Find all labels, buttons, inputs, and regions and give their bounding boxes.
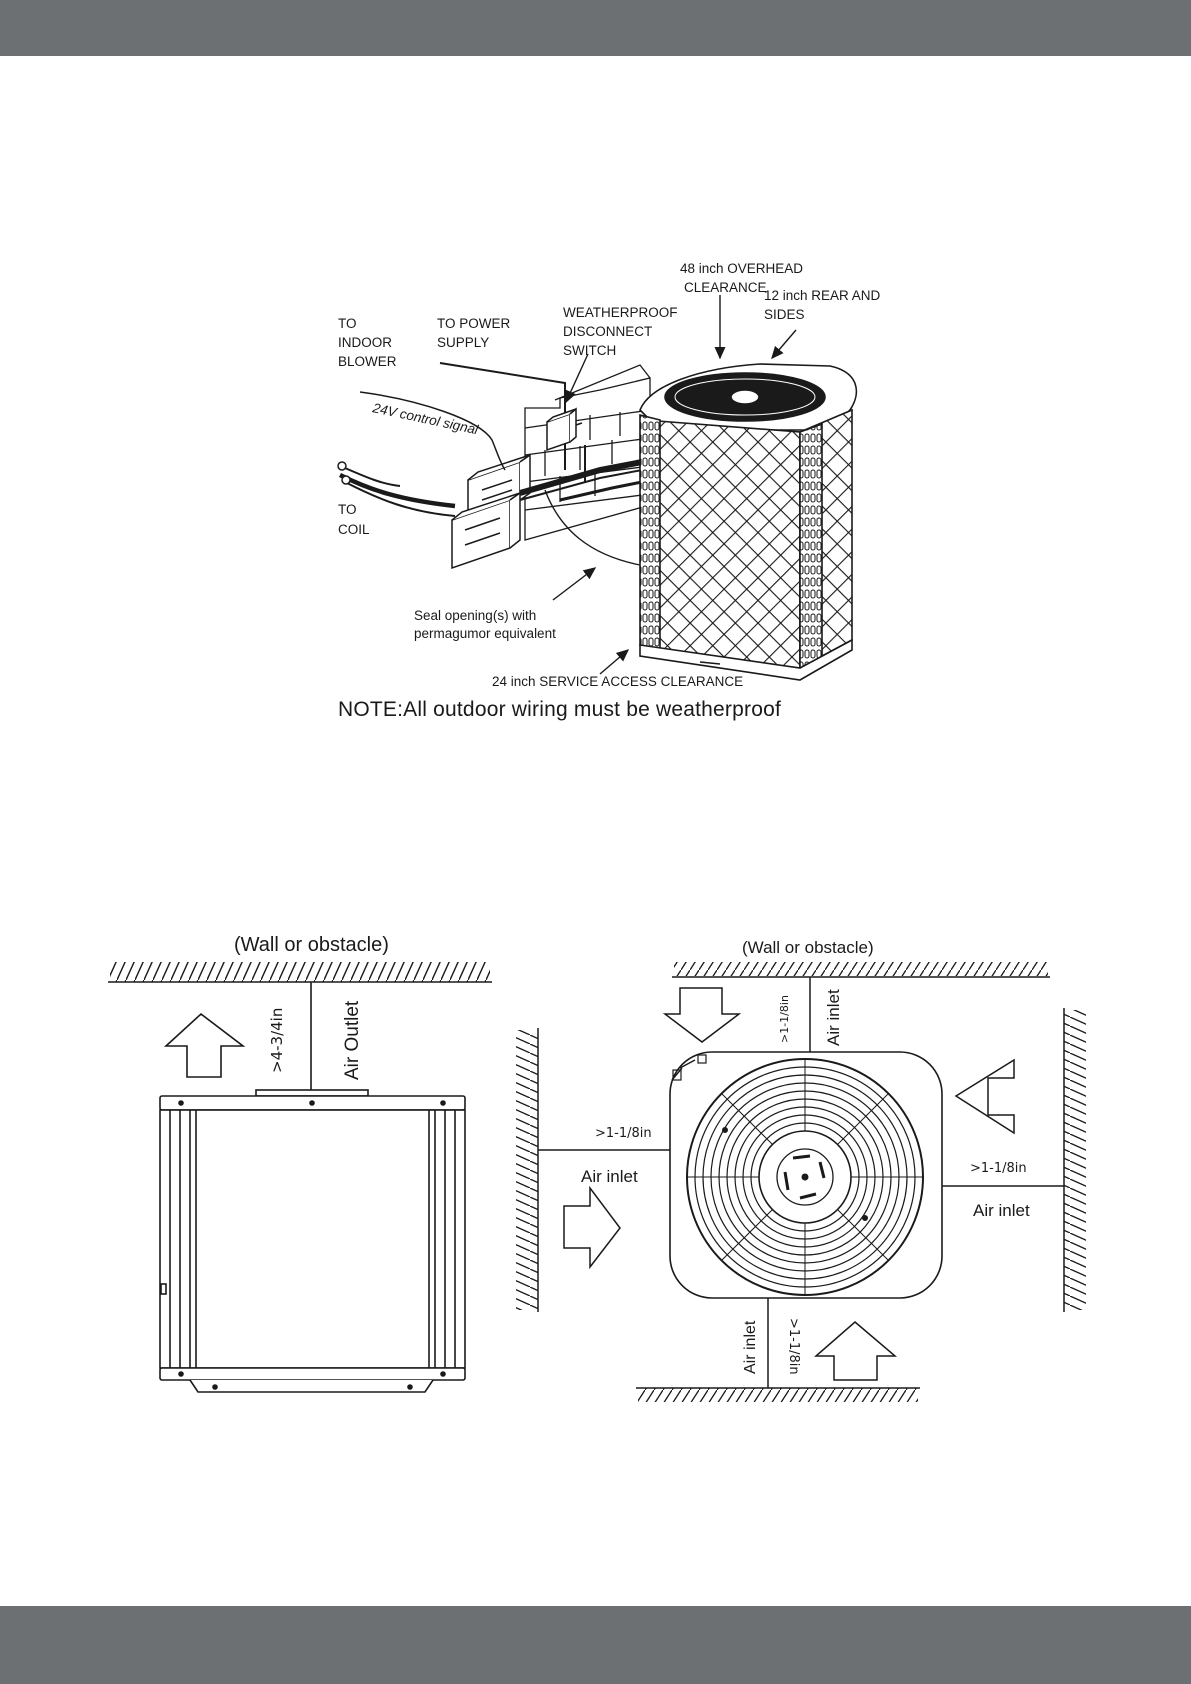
right-wall-hatch xyxy=(1064,1010,1086,1310)
right-air-label: Air inlet xyxy=(973,1201,1030,1220)
house-wall xyxy=(524,364,651,541)
side-view-diagram: (Wall or obstacle) >4-3/4in Air Outlet xyxy=(108,934,492,1393)
right-inlet-arrow-icon xyxy=(954,1058,1015,1135)
side-clearance-label: >4-3/4in xyxy=(268,1008,286,1073)
bottom-air-label: Air inlet xyxy=(742,1320,759,1374)
left-air-label: Air inlet xyxy=(581,1167,638,1186)
top-clearance-label: >1-1/8in xyxy=(778,995,791,1043)
label-to-power-supply-2: SUPPLY xyxy=(437,335,489,350)
side-wall-label: (Wall or obstacle) xyxy=(234,934,389,956)
top-inlet-arrow-icon xyxy=(662,987,742,1043)
left-clearance-label: >1-1/8in xyxy=(595,1126,652,1141)
left-wall-hatch xyxy=(516,1030,538,1310)
air-outlet-arrow-icon xyxy=(163,1012,246,1078)
label-rear-sides-2: SIDES xyxy=(764,307,805,322)
side-air-outlet-label: Air Outlet xyxy=(342,1000,363,1080)
label-to-coil-1: TO xyxy=(338,502,357,517)
wiring-note: NOTE:All outdoor wiring must be weatherp… xyxy=(338,698,781,721)
label-to-indoor-blower-3: BLOWER xyxy=(338,354,397,369)
header-band xyxy=(0,0,1191,56)
refrigerant-lines xyxy=(337,459,643,566)
lineset-box xyxy=(451,453,531,570)
disconnect-switch-box xyxy=(546,407,583,452)
power-wiring xyxy=(359,362,586,482)
label-seal-1: Seal opening(s) with xyxy=(414,608,536,623)
top-view-diagram: (Wall or obstacle) >1-1/8in Air inlet >1… xyxy=(516,938,1086,1402)
diagram-labels: TO INDOOR BLOWER TO POWER SUPPLY WEATHER… xyxy=(338,261,881,689)
label-disconnect-3: SWITCH xyxy=(563,343,616,358)
bottom-wall-hatch xyxy=(638,1388,918,1402)
leader-lines xyxy=(552,295,797,675)
label-overhead-1: 48 inch OVERHEAD xyxy=(680,261,803,276)
label-rear-sides-1: 12 inch REAR AND xyxy=(764,288,881,303)
top-wall-hatch xyxy=(674,962,1048,976)
footer-band xyxy=(0,1606,1191,1684)
side-wall-hatch xyxy=(110,962,490,982)
label-disconnect-1: WEATHERPROOF xyxy=(563,305,678,320)
left-inlet-arrow-icon xyxy=(563,1185,621,1270)
bottom-clearance-label: >1-1/8in xyxy=(786,1318,801,1375)
label-service-clearance: 24 inch SERVICE ACCESS CLEARANCE xyxy=(492,674,743,689)
right-clearance-label: >1-1/8in xyxy=(970,1161,1027,1176)
label-to-coil-2: COIL xyxy=(338,522,370,537)
top-wall-label: (Wall or obstacle) xyxy=(742,938,874,957)
label-overhead-2: CLEARANCE xyxy=(684,280,767,295)
installation-diagram: TO INDOOR BLOWER TO POWER SUPPLY WEATHER… xyxy=(337,261,881,689)
outdoor-unit xyxy=(639,363,858,681)
label-disconnect-2: DISCONNECT xyxy=(563,324,652,339)
bottom-inlet-arrow-icon xyxy=(813,1321,898,1381)
label-to-indoor-blower-1: TO xyxy=(338,316,357,331)
label-seal-2: permagumor equivalent xyxy=(414,626,556,641)
label-to-power-supply-1: TO POWER xyxy=(437,316,511,331)
side-unit xyxy=(159,1089,466,1393)
top-unit xyxy=(669,1051,943,1299)
top-air-label: Air inlet xyxy=(824,989,843,1046)
label-to-indoor-blower-2: INDOOR xyxy=(338,335,392,350)
